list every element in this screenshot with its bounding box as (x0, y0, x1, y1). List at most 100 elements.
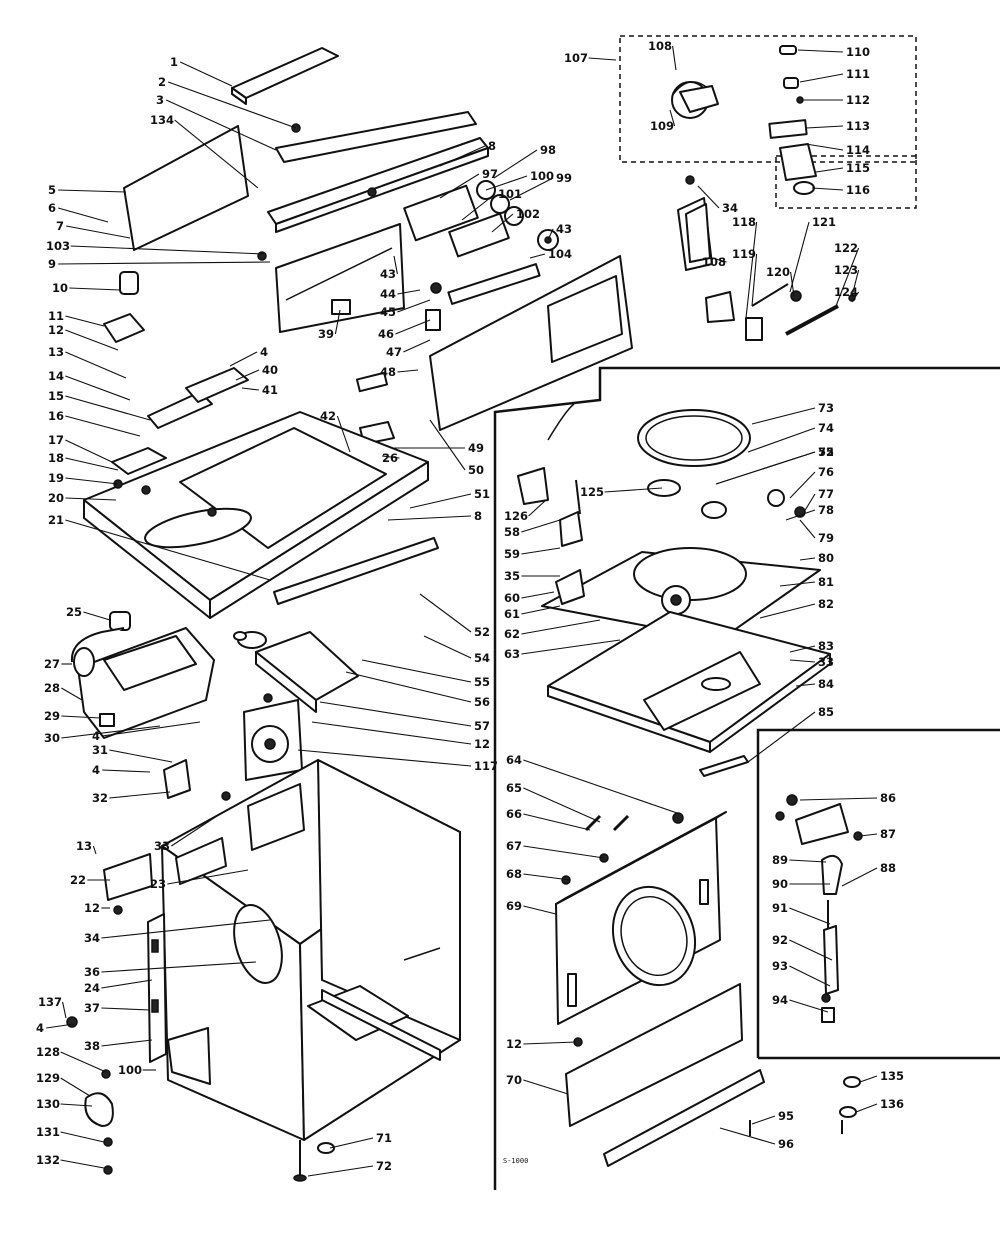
callout-34: 46 (378, 319, 431, 341)
callout-number: 74 (818, 421, 834, 435)
callout-number: 50 (468, 463, 484, 477)
leader-line (61, 687, 83, 701)
callout-125: 72 (307, 1159, 392, 1177)
leader-line (789, 907, 831, 925)
leader-line (329, 1137, 374, 1149)
callout-number: 118 (732, 215, 756, 229)
leader-line (523, 1079, 569, 1095)
callout-97: 82 (759, 597, 834, 619)
callout-23: 98 (493, 143, 556, 179)
callout-number: 27 (44, 657, 60, 671)
leader-line (65, 439, 113, 463)
callout-number: 78 (818, 503, 834, 517)
leader-line (361, 659, 472, 683)
callout-123: 132 (36, 1153, 105, 1169)
callout-32: 44 (380, 287, 421, 301)
callout-number: 12 (474, 737, 490, 751)
leader-line (46, 1023, 75, 1029)
callout-number: 23 (150, 877, 166, 891)
callout-number: 81 (818, 575, 834, 589)
callout-68: 116 (811, 183, 870, 197)
callout-number: 68 (506, 867, 522, 881)
callout-number: 129 (36, 1071, 60, 1085)
callout-54: 25 (66, 605, 111, 621)
callout-number: 102 (516, 207, 540, 221)
leader-line (805, 125, 844, 129)
leader-line (799, 73, 844, 83)
leader-line (604, 487, 663, 493)
callout-7: 7 (56, 219, 131, 239)
callout-number: 103 (46, 239, 70, 253)
callout-number: 59 (504, 547, 520, 561)
leader-line (58, 189, 127, 193)
leader-line (60, 1077, 91, 1097)
callout-50: 56 (345, 671, 490, 709)
callout-number: 61 (504, 607, 520, 621)
callout-number: 119 (732, 247, 756, 261)
callout-45: 51 (409, 487, 490, 509)
callout-number: 121 (812, 215, 836, 229)
leader-line (855, 1103, 878, 1113)
section-frames (493, 35, 1000, 1190)
callout-77: 124 (834, 285, 860, 303)
callout-124: 71 (329, 1131, 392, 1149)
callout-number: 9 (48, 257, 56, 271)
leader-line (165, 99, 277, 151)
leader-line (101, 1039, 153, 1047)
callout-number: 13 (76, 839, 92, 853)
callout-96: 63 (504, 639, 621, 661)
leader-line (751, 407, 816, 425)
callout-21: 21 (48, 513, 271, 581)
callout-130: 68 (506, 867, 571, 881)
leader-line (521, 619, 601, 635)
leader-line (387, 515, 472, 521)
callout-number: 14 (48, 369, 64, 383)
callout-134: 95 (751, 1109, 794, 1125)
callout-128: 66 (506, 807, 591, 831)
callout-number: 125 (580, 485, 604, 499)
leader-line (789, 221, 810, 293)
callout-number: 67 (506, 839, 522, 853)
leader-line (62, 1001, 67, 1019)
pump-filter-assembly (70, 611, 359, 781)
leader-line (102, 769, 151, 773)
callout-number: 8 (488, 139, 496, 153)
callout-136: 86 (799, 791, 896, 805)
leader-line (859, 1075, 878, 1083)
callout-103: 31 (92, 743, 173, 763)
callout-number: 92 (772, 933, 788, 947)
leader-line (711, 257, 727, 263)
callout-number: 6 (48, 201, 56, 215)
callout-38: 4 (229, 345, 268, 367)
leader-line (429, 419, 466, 471)
callout-number: 54 (474, 651, 490, 665)
callout-number: 72 (376, 1159, 392, 1173)
callout-number: 104 (548, 247, 572, 261)
callout-31: 43 (380, 255, 398, 281)
callout-number: 47 (386, 345, 402, 359)
leader-line (397, 299, 431, 313)
callout-number: 120 (766, 265, 790, 279)
console-assembly (103, 45, 856, 466)
callout-5: 5 (48, 183, 127, 197)
leader-line (101, 919, 271, 939)
callout-3: 3 (156, 93, 277, 151)
callout-142: 92 (772, 933, 833, 961)
callout-number: 35 (504, 569, 520, 583)
callout-2: 2 (158, 75, 297, 129)
callout-115: 137 (38, 995, 67, 1019)
callout-84: 78 (785, 503, 834, 521)
callout-86: 126 (504, 499, 547, 523)
callout-98: 83 (789, 639, 834, 653)
callout-number: 124 (834, 285, 858, 299)
callout-37: 39 (318, 309, 341, 341)
callout-number: 4 (36, 1021, 44, 1035)
callout-number: 46 (378, 327, 394, 341)
leader-line (109, 791, 171, 799)
leader-line (790, 271, 795, 297)
callout-number: 33 (154, 839, 170, 853)
callout-number: 57 (474, 719, 490, 733)
callout-number: 117 (474, 759, 498, 773)
callout-116: 4 (36, 1021, 75, 1035)
leader-line (719, 1127, 776, 1145)
